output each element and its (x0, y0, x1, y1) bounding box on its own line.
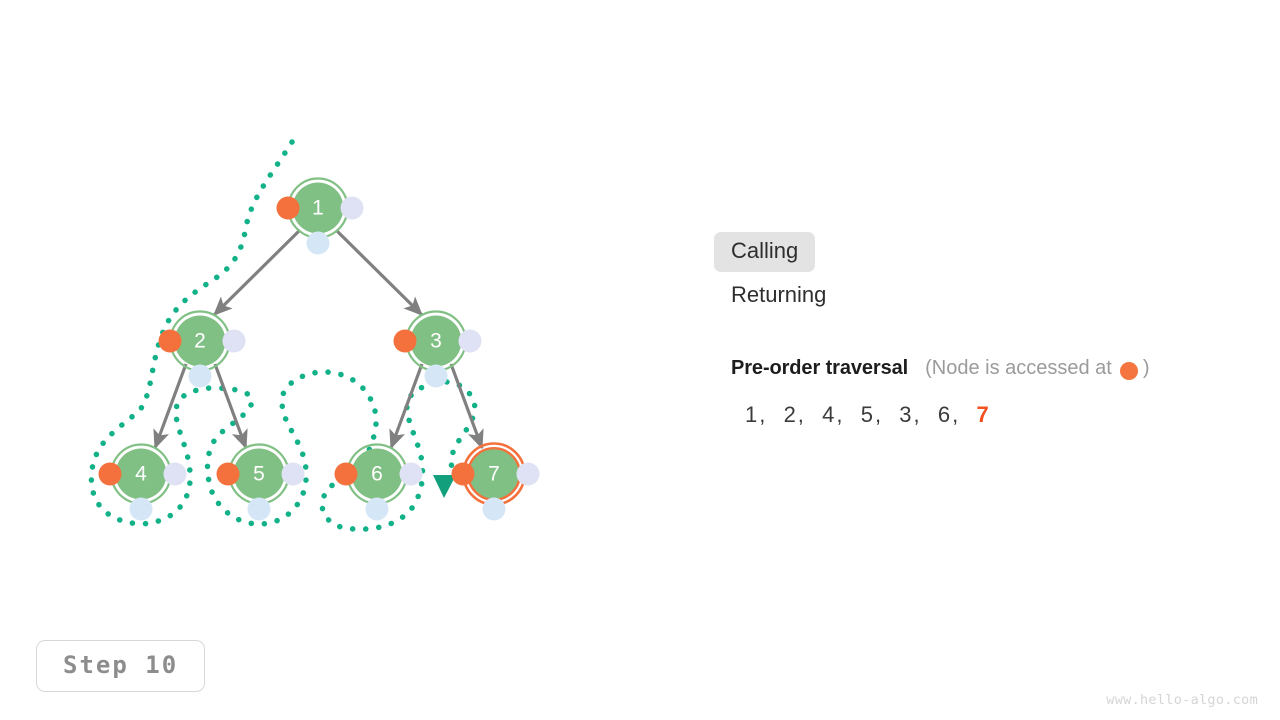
node-body (351, 448, 403, 500)
traversal-sequence: 1, 2, 4, 5, 3, 6, 7 (731, 402, 1254, 428)
node-label: 4 (135, 463, 147, 486)
recursion-path-group (88, 139, 478, 532)
traversal-note-open: (Node is accessed at (925, 356, 1112, 379)
node-label: 7 (488, 463, 500, 486)
node-label: 2 (194, 330, 206, 353)
traversal-block: Pre-order traversal (Node is accessed at… (714, 356, 1254, 428)
traversal-heading: Pre-order traversal (Node is accessed at… (731, 356, 1254, 380)
tree-edges (153, 228, 484, 450)
tree-node-2[interactable]: 2 (158, 310, 246, 388)
tree-node-5[interactable]: 5 (216, 443, 305, 521)
node-slot-bottom (482, 497, 506, 521)
node-slot-right (458, 329, 482, 353)
node-access-dot (276, 196, 300, 220)
calling-state-row: Calling (714, 232, 1254, 272)
edge-1-2 (212, 228, 302, 317)
edge-2-5 (213, 363, 248, 450)
node-body (292, 182, 344, 234)
step-badge: Step 10 (36, 640, 206, 692)
calling-state-chip[interactable]: Calling (714, 232, 816, 272)
node-body (174, 315, 226, 367)
node-access-dot (158, 329, 182, 353)
node-slot-bottom (365, 497, 389, 521)
edge-1-3 (334, 228, 424, 317)
edge-2-4 (153, 363, 188, 450)
traversal-note-close: ) (1142, 356, 1150, 379)
node-slot-right (163, 462, 187, 486)
node-slot-right (516, 462, 540, 486)
tree-node-3[interactable]: 3 (393, 310, 482, 388)
binary-tree-diagram: 1 2 3 4 5 (88, 139, 540, 532)
node-slot-bottom (129, 497, 153, 521)
node-body (115, 448, 167, 500)
tree-node-1[interactable]: 1 (276, 177, 364, 255)
tree-node-4[interactable]: 4 (98, 443, 187, 521)
edge-3-7 (449, 363, 484, 450)
node-label: 3 (430, 330, 442, 353)
current-node-pointer (433, 475, 456, 498)
node-slot-bottom (424, 364, 448, 388)
access-dot-icon (1119, 361, 1138, 380)
node-body (233, 448, 285, 500)
edge-3-6 (389, 363, 424, 450)
node-slot-right (222, 329, 246, 353)
node-access-dot (98, 462, 122, 486)
node-slot-right (281, 462, 305, 486)
traversal-sequence-prefix: 1, 2, 4, 5, 3, 6, (745, 401, 977, 427)
node-access-dot (393, 329, 417, 353)
returning-state-row: Returning (714, 276, 1254, 316)
returning-state-chip[interactable]: Returning (731, 281, 827, 307)
node-slot-bottom (306, 231, 330, 255)
node-slot-bottom (247, 497, 271, 521)
node-slot-bottom (188, 364, 212, 388)
traversal-sequence-current: 7 (976, 401, 991, 427)
node-label: 5 (253, 463, 265, 486)
node-body (410, 315, 462, 367)
node-access-dot (334, 462, 358, 486)
tree-node-6[interactable]: 6 (334, 443, 423, 521)
traversal-title: Pre-order traversal (731, 356, 909, 379)
node-slot-right (340, 196, 364, 220)
watermark: www.hello-algo.com (1106, 692, 1258, 708)
recursion-path-outline (88, 139, 478, 532)
node-label: 1 (312, 197, 324, 220)
node-access-dot (451, 462, 475, 486)
node-label: 6 (371, 463, 383, 486)
node-slot-right (399, 462, 423, 486)
tree-node-7[interactable]: 7 (451, 442, 540, 521)
node-access-dot (216, 462, 240, 486)
legend-panel: Calling Returning Pre-order traversal (N… (714, 232, 1254, 428)
